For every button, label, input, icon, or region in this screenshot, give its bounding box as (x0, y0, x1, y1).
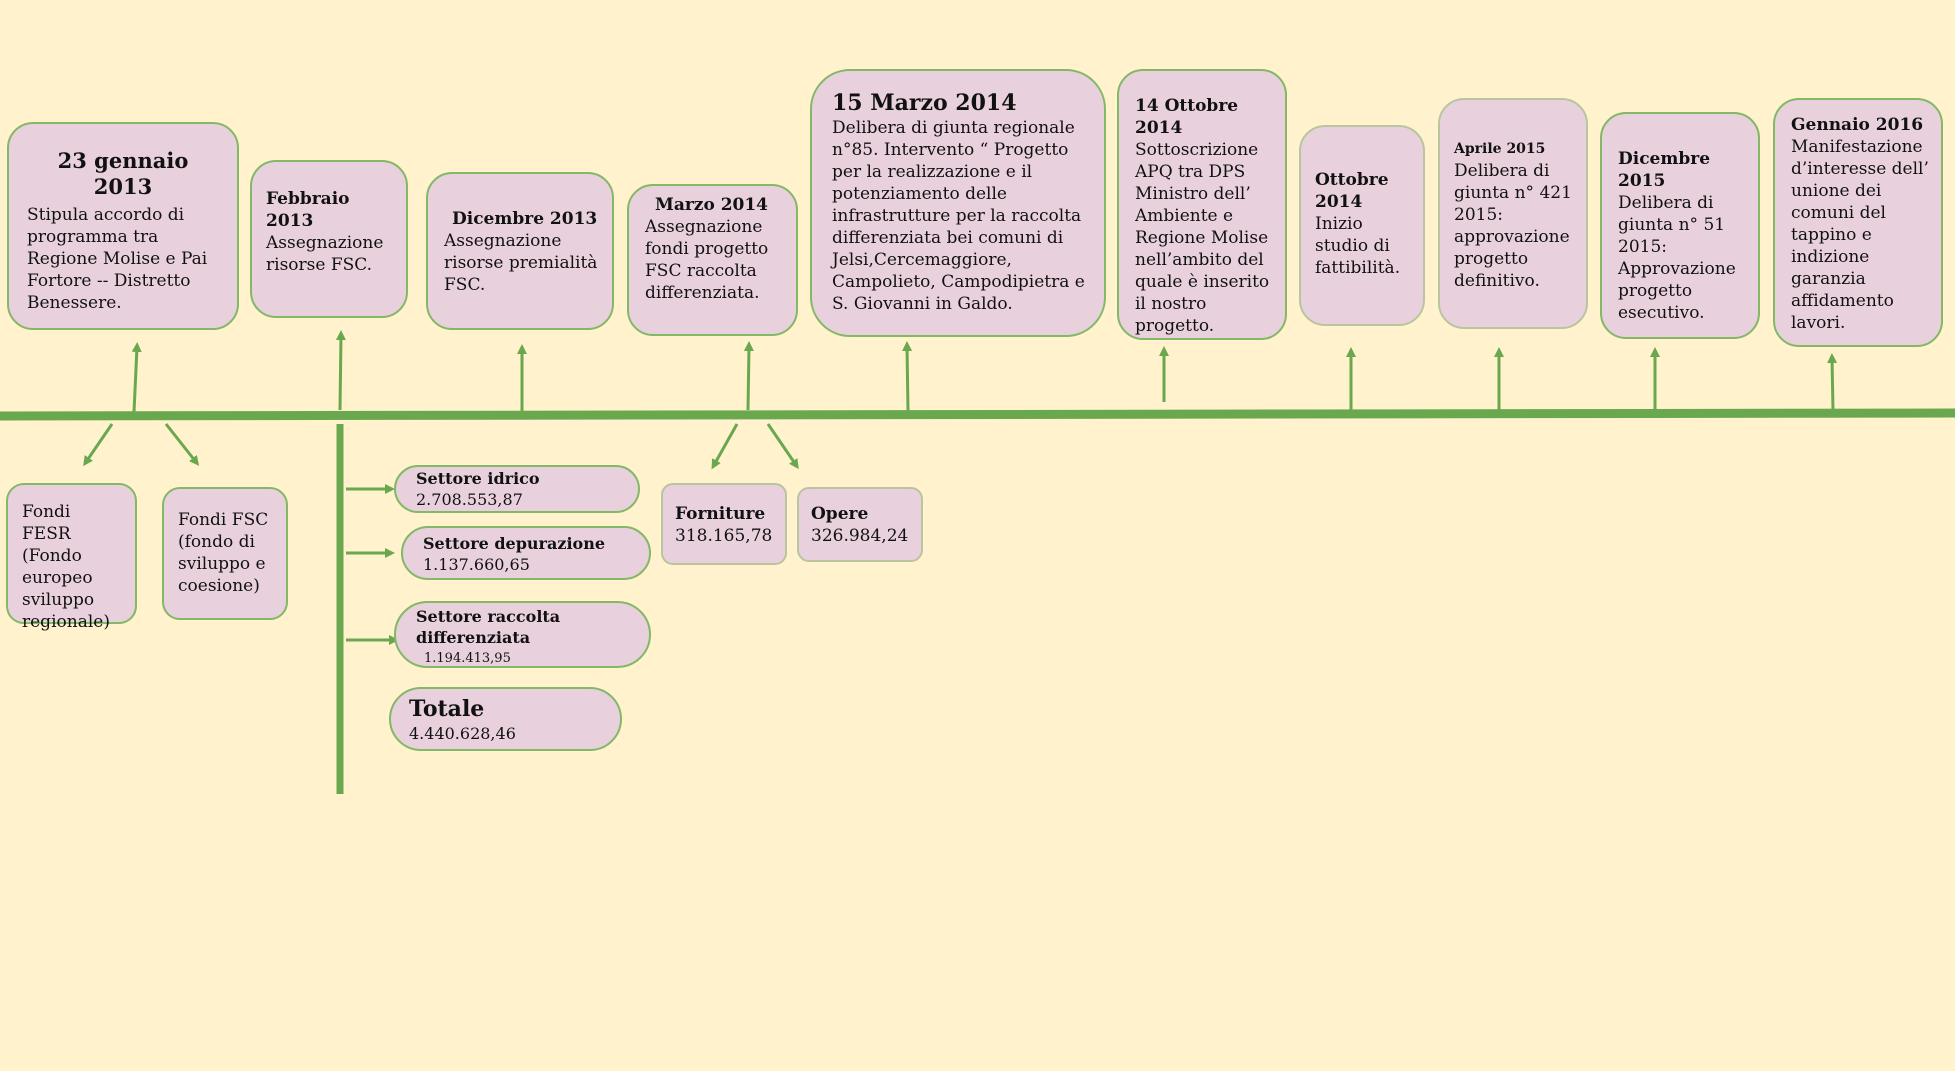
timeline-axis (0, 408, 1955, 421)
arrow-event-10 (1827, 353, 1838, 411)
total-value: 4.440.628,46 (409, 724, 516, 743)
sector-name: Settore raccolta differenziata (416, 607, 561, 647)
arrow-event-5 (902, 341, 913, 412)
sector-pill: Settore idrico 2.708.553,87 (394, 465, 640, 513)
event-title: 14 Ottobre 2014 (1135, 96, 1239, 138)
fund-label: Fondi FSC (fondo di sviluppo e coesione) (178, 510, 269, 596)
event-title: 15 Marzo 2014 (832, 90, 1017, 116)
event-box: Febbraio 2013 Assegnazione risorse FSC. (250, 160, 408, 318)
event-body: Assegnazione risorse FSC. (266, 233, 384, 275)
event-body: Delibera di giunta regionale n°85. Inter… (832, 118, 1085, 314)
event-box: 15 Marzo 2014 Delibera di giunta regiona… (810, 69, 1106, 337)
sector-name: Settore idrico (416, 469, 540, 488)
event-title: Gennaio 2016 (1791, 115, 1924, 135)
total-label: Totale (409, 696, 485, 722)
sector-pill: Settore raccolta differenziata 1.194.413… (394, 601, 651, 668)
event-body: Assegnazione risorse premialità FSC. (444, 231, 598, 295)
event-box: Aprile 2015 Delibera di giunta n° 421 20… (1438, 98, 1588, 329)
sector-pill: Settore depurazione 1.137.660,65 (401, 526, 651, 580)
arrow-event-2 (335, 330, 346, 411)
arrow-event-1 (131, 342, 142, 413)
event-title: Febbraio 2013 (266, 189, 350, 231)
event-box: 23 gennaio 2013 Stipula accordo di progr… (7, 122, 239, 330)
sector-value: 2.708.553,87 (416, 490, 523, 509)
event-box: Ottobre 2014 Inizio studio di fattibilit… (1299, 125, 1425, 326)
arrow-fund-fesr (83, 423, 114, 467)
sector-name: Settore depurazione (423, 534, 605, 553)
event-title: Marzo 2014 (655, 195, 769, 215)
event-title: Dicembre 2013 (452, 209, 598, 229)
arrow-supply-opere (766, 423, 799, 470)
total-pill: Totale 4.440.628,46 (389, 687, 622, 751)
event-box: 14 Ottobre 2014 Sottoscrizione APQ tra D… (1117, 69, 1287, 340)
event-box: Dicembre 2013 Assegnazione risorse premi… (426, 172, 614, 330)
event-body: Delibera di giunta n° 51 2015: Approvazi… (1618, 193, 1736, 323)
supply-value: 318.165,78 (675, 526, 773, 546)
supply-value: 326.984,24 (811, 526, 909, 546)
supply-name: Forniture (675, 504, 766, 524)
fund-label: Fondi FESR (Fondo europeo sviluppo regio… (22, 502, 110, 632)
event-box: Dicembre 2015 Delibera di giunta n° 51 2… (1600, 112, 1760, 339)
supply-box-forniture: Forniture 318.165,78 (661, 483, 787, 565)
event-title: Dicembre 2015 (1618, 149, 1711, 191)
event-body: Assegnazione fondi progetto FSC raccolta… (645, 217, 769, 303)
sector-value: 1.194.413,95 (424, 651, 511, 666)
event-title: Aprile 2015 (1454, 141, 1546, 157)
event-box: Marzo 2014 Assegnazione fondi progetto F… (627, 184, 798, 336)
event-body: Stipula accordo di programma tra Regione… (27, 205, 208, 313)
arrow-fund-fsc (164, 423, 200, 466)
event-title: Ottobre 2014 (1315, 170, 1389, 212)
event-body: Manifestazione d’interesse dell’ unione … (1791, 137, 1929, 333)
supply-box-opere: Opere 326.984,24 (797, 487, 923, 562)
arrow-supply-forniture (711, 423, 739, 470)
fund-box-fesr: Fondi FESR (Fondo europeo sviluppo regio… (6, 483, 137, 632)
event-title: 23 gennaio 2013 (57, 148, 189, 199)
supply-name: Opere (811, 504, 869, 524)
event-body: Inizio studio di fattibilità. (1315, 214, 1401, 278)
arrow-event-4 (743, 341, 754, 411)
fund-box-fsc: Fondi FSC (fondo di sviluppo e coesione) (162, 487, 288, 620)
sector-value: 1.137.660,65 (423, 555, 530, 574)
event-box: Gennaio 2016 Manifestazione d’interesse … (1773, 98, 1943, 347)
event-body: Delibera di giunta n° 421 2015: approvaz… (1454, 161, 1572, 291)
event-body: Sottoscrizione APQ tra DPS Ministro dell… (1135, 140, 1270, 336)
